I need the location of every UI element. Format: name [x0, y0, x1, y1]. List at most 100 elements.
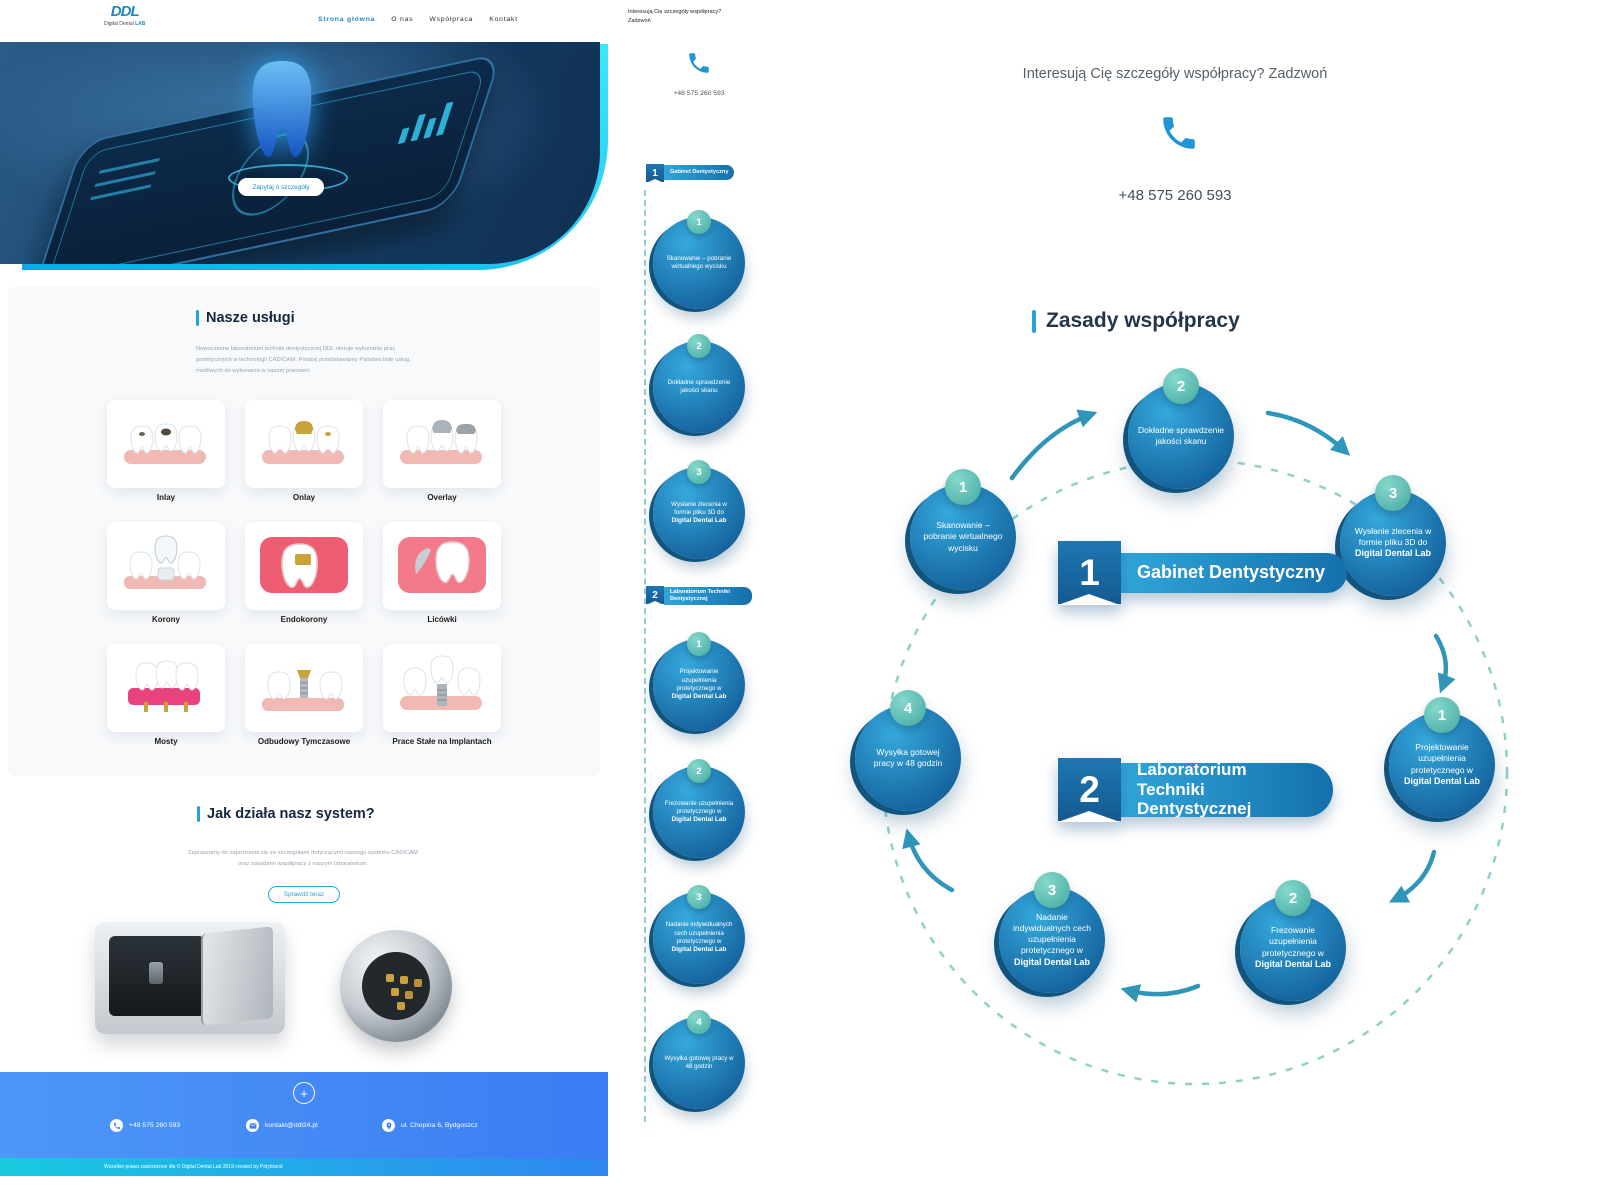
heading-accent-bar	[1032, 309, 1036, 333]
services-heading: Nasze usługi	[196, 310, 295, 326]
nav-item-about[interactable]: O nas	[391, 16, 414, 23]
service-card-korony: Korony	[107, 522, 225, 625]
ask-details-button[interactable]: Zapytaj o szczegóły	[238, 178, 324, 196]
workflow-diagram	[881, 409, 1509, 1086]
phone-icon	[110, 1119, 123, 1132]
hero-section: Zapytaj o szczegóły	[0, 42, 608, 272]
service-label: Korony	[152, 615, 180, 624]
service-card-overlay: Overlay	[383, 400, 501, 503]
step-text: Nadanie indywidualnych cech uzupełnienia…	[1013, 911, 1091, 956]
step-brand: Digital Dental Lab	[671, 692, 727, 700]
service-label: Odbudowy Tymczasowe	[257, 737, 351, 746]
section-title: Laboratorium Techniki Dentystycznej	[664, 587, 752, 605]
section-ribbon-gabinet: 1 Gabinet Dentystyczny	[646, 164, 735, 183]
step-number-badge: 1	[687, 632, 711, 656]
services-section: Nasze usługi Nowoczesne laboratorium tec…	[8, 286, 600, 776]
step-text: Dokładne sprawdzenie jakości skanu	[1138, 424, 1224, 446]
system-description: Zapraszamy do zapoznania się ze szczegół…	[187, 850, 419, 867]
principles-title: Zasady współpracy	[1046, 309, 1240, 332]
step-number-badge: 1	[1424, 697, 1460, 733]
mobile-contact-heading: Interesują Cię szczegóły współpracy? Zad…	[628, 9, 722, 24]
phone-icon	[686, 50, 712, 76]
workflow-step-circle: 2 Dokładne sprawdzenie jakości skanu	[653, 334, 745, 433]
section-number: 1	[1058, 541, 1121, 605]
step-text: Skanowanie – pobranie wirtualnego wycisk…	[923, 520, 1003, 553]
service-image-korony	[107, 522, 225, 610]
step-number-badge: 3	[687, 460, 711, 484]
footer-phone[interactable]: +48 575 260 593	[110, 1119, 180, 1132]
hero-background: Zapytaj o szczegóły	[0, 42, 600, 264]
contact-heading: Interesują Cię szczegóły współpracy? Zad…	[1022, 66, 1328, 82]
section-ribbon-laboratorium: 2 Laboratorium Techniki Dentystycznej	[646, 586, 752, 605]
footer-phone-text: +48 575 260 593	[129, 1122, 181, 1129]
site-header: DDL Digital Dental LAB Strona główna O n…	[0, 0, 608, 42]
flow-arrows	[902, 409, 1456, 1003]
service-card-implanty: Prace Stałe na Implantach	[383, 644, 501, 747]
step-number-badge: 2	[1275, 880, 1311, 916]
nav-item-contact[interactable]: Kontakt	[489, 16, 518, 23]
section-ribbon-laboratorium: 2 Laboratorium Techniki Dentystycznej	[1058, 758, 1333, 822]
step-number-badge: 3	[1034, 872, 1070, 908]
section-ribbon-gabinet: 1 Gabinet Dentystyczny	[1058, 541, 1348, 605]
step-number-badge: 3	[687, 885, 711, 909]
logo-caption: Digital Dental LAB	[104, 21, 146, 27]
step-text: Frezowanie uzupełnienia protetycznego w	[1262, 925, 1324, 958]
workflow-step-circle: 3 Wysłanie zlecenia w formie pliku 3D do…	[653, 460, 745, 559]
service-label: Inlay	[156, 493, 176, 502]
service-label: Endokorony	[280, 615, 328, 624]
check-now-button[interactable]: Sprawdź teraz	[268, 886, 340, 903]
service-image-licowki	[383, 522, 501, 610]
step-number-badge: 2	[1163, 368, 1199, 404]
nav-item-cooperation[interactable]: Współpraca	[429, 16, 474, 23]
step-number-badge: 2	[687, 759, 711, 783]
services-grid: Inlay Onlay	[107, 400, 501, 747]
principles-heading: Zasady współpracy	[1032, 309, 1240, 333]
step-number-badge: 3	[1375, 475, 1411, 511]
step-text: Wysłanie zlecenia w formie pliku 3D do	[1354, 525, 1432, 548]
service-image-onlay	[245, 400, 363, 488]
step-text: Nadanie indywidualnych cech uzupełnienia…	[665, 921, 733, 945]
service-card-mosty: Mosty	[107, 644, 225, 747]
workflow-step-circle: 4 Wysyłka gotowej pracy w 48 godzin	[653, 1010, 745, 1109]
service-label: Licówki	[427, 615, 457, 624]
step-brand: Digital Dental Lab	[1254, 958, 1331, 969]
step-brand: Digital Dental Lab	[671, 945, 727, 953]
step-brand: Digital Dental Lab	[671, 815, 727, 823]
main-nav: Strona główna O nas Współpraca Kontakt	[318, 16, 518, 23]
milling-machine-image	[95, 922, 285, 1042]
footer-address-text: ul. Chopina 6, Bydgoszcz	[401, 1122, 478, 1129]
phone-number[interactable]: +48 575 260 593	[1118, 187, 1232, 204]
step-brand: Digital Dental Lab	[1013, 956, 1090, 967]
service-image-odbudowy	[245, 644, 363, 732]
service-image-overlay	[383, 400, 501, 488]
ddl-logo[interactable]: DDL Digital Dental LAB	[104, 4, 145, 27]
services-description: Nowoczesne laboratorium techniki dentyst…	[196, 346, 411, 374]
phone-number[interactable]: +48 575 260 593	[673, 90, 725, 97]
copyright-bar: Wszelkie prawa zastrzeżone dla © Digital…	[0, 1158, 608, 1176]
flow-dashed-line	[644, 190, 646, 1122]
copyright-text: Wszelkie prawa zastrzeżone dla © Digital…	[104, 1164, 283, 1170]
logo-mark: DDL	[110, 3, 140, 20]
scanner-part-image	[320, 928, 480, 1043]
phone-icon	[1158, 112, 1200, 154]
workflow-step-circle: 3 Nadanie indywidualnych cech uzupełnien…	[653, 885, 745, 984]
heading-accent-bar	[197, 806, 200, 822]
section-number: 1	[646, 164, 664, 183]
services-title: Nasze usługi	[206, 310, 295, 326]
service-label: Prace Stałe na Implantach	[392, 737, 492, 746]
system-heading: Jak działa nasz system?	[197, 806, 375, 822]
nav-item-home[interactable]: Strona główna	[318, 16, 376, 23]
step-text: Frezowanie uzupełnienia protetycznego w	[664, 799, 734, 815]
step-number-badge: 1	[945, 469, 981, 505]
workflow-node-wysylka: 4 Wysyłka gotowej pracy w 48 godzin	[855, 690, 961, 811]
flow-dashed-circle	[881, 458, 1509, 1086]
desktop-infographic-column: Interesują Cię szczegóły współpracy? Zad…	[760, 0, 1600, 1200]
workflow-node-projektowanie: 1 Projektowanie uzupełnienia protetyczne…	[1389, 697, 1495, 818]
email-icon	[246, 1119, 259, 1132]
step-text: Wysłanie zlecenia w formie pliku 3D do	[671, 500, 727, 516]
workflow-step-circle: 1 Skanowanie – pobranie wirtualnego wyci…	[653, 210, 745, 309]
footer-email[interactable]: kontakt@ddl24.pl	[246, 1119, 318, 1132]
service-card-odbudowy: Odbudowy Tymczasowe	[245, 644, 363, 747]
footer-address: ul. Chopina 6, Bydgoszcz	[382, 1119, 478, 1132]
